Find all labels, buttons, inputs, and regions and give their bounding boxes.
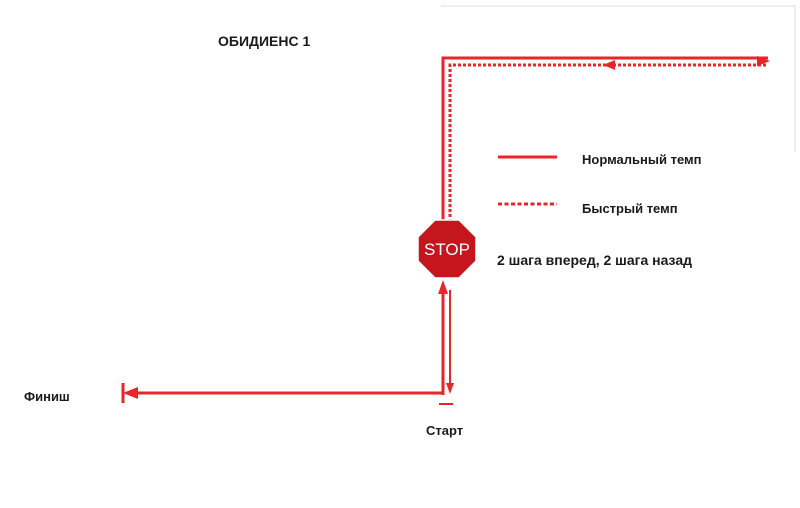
stop-sign-icon: STOP <box>417 219 477 279</box>
arrow-icon <box>603 60 615 70</box>
route-normal-up-right <box>441 56 768 222</box>
frame-border <box>441 5 796 152</box>
route-fast-up-right <box>448 63 768 222</box>
arrow-icon <box>757 56 770 66</box>
finish-label: Финиш <box>24 389 70 404</box>
arrow-icon <box>446 383 454 394</box>
stop-instruction: 2 шага вперед, 2 шага назад <box>497 252 692 268</box>
start-label: Старт <box>426 423 464 438</box>
stop-sign-label: STOP <box>424 240 470 259</box>
legend-normal-label: Нормальный темп <box>582 152 702 167</box>
legend-fast-label: Быстрый темп <box>582 201 678 216</box>
diagram-title: ОБИДИЕНС 1 <box>218 33 311 49</box>
arrow-icon <box>123 387 138 399</box>
arrow-icon <box>438 280 448 294</box>
